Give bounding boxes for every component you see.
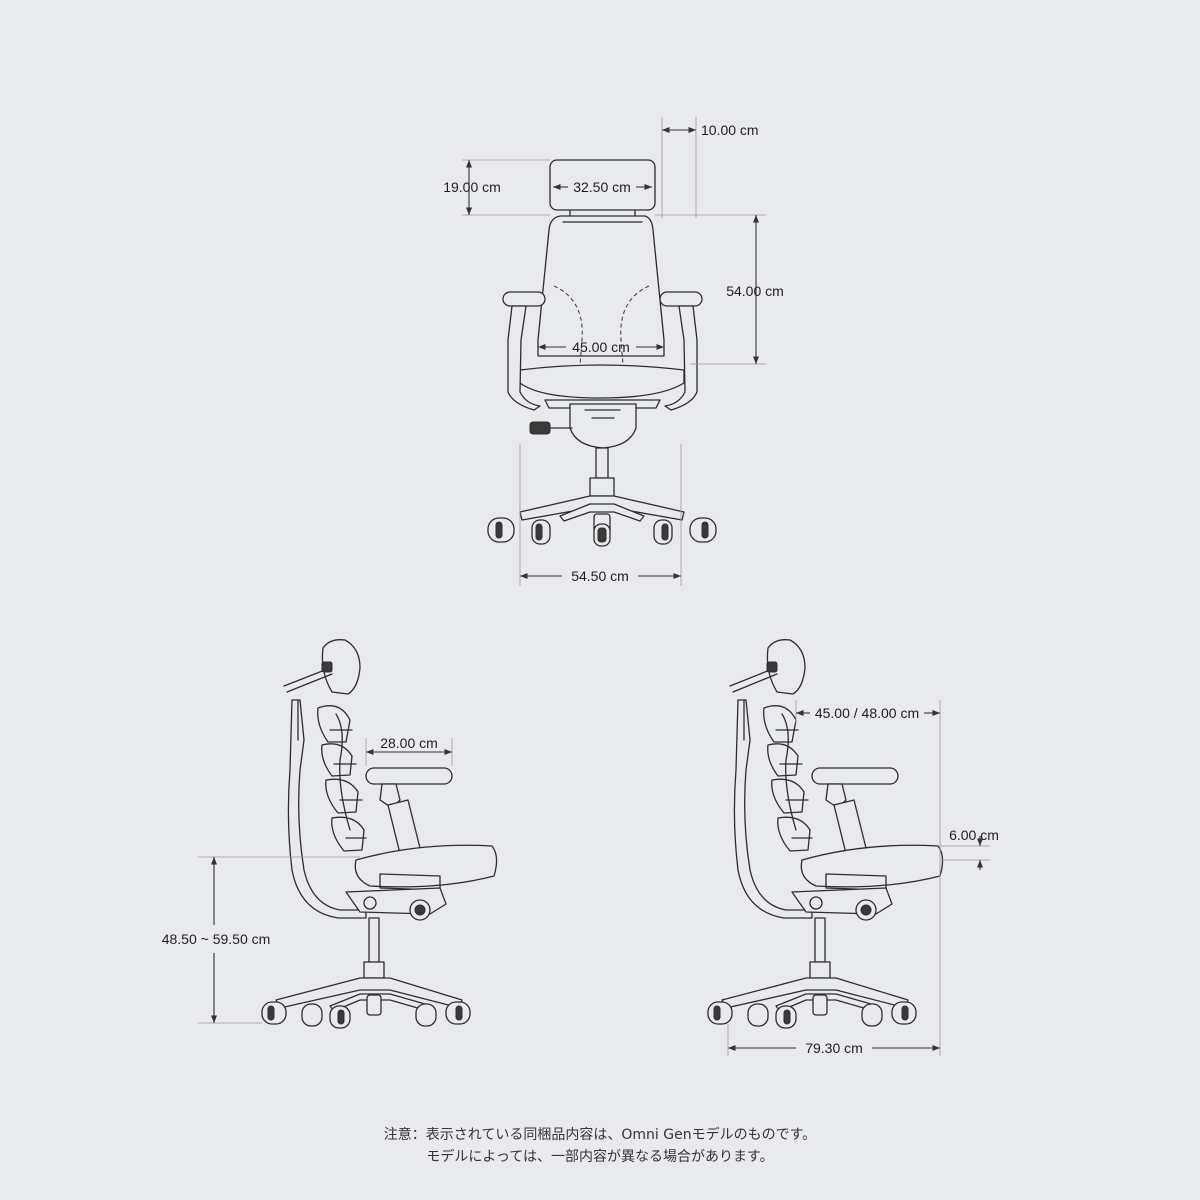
label-seat-depth-adjust: 6.00 cm: [949, 827, 999, 843]
label-seat-width: 45.00 cm: [572, 339, 630, 355]
tilt-mechanism: [345, 887, 447, 915]
side-right-dimension-lines: [727, 700, 990, 1056]
casters-side-left: [261, 1001, 471, 1029]
chair-side-view-left: [261, 639, 498, 1029]
front-dimension-lines: [462, 117, 766, 586]
casters-side-right: [707, 1001, 917, 1029]
backrest-frame: [733, 699, 813, 919]
note-line-1: 注意：表示されている同梱品内容は、Omni Genモデルのものです。: [383, 1127, 817, 1143]
label-seat-depth: 45.00 / 48.00 cm: [815, 705, 919, 721]
casters-front: [487, 517, 717, 547]
note-line-2: モデルによっては、一部内容が異なる場合があります。: [426, 1149, 774, 1165]
label-headrest-offset: 10.00 cm: [701, 122, 759, 138]
seat: [519, 364, 685, 399]
headrest: [766, 639, 806, 695]
headrest: [321, 639, 361, 695]
backrest-frame: [287, 699, 367, 919]
backrest-segments: [317, 705, 367, 852]
seat: [800, 844, 944, 888]
headrest: [549, 159, 656, 211]
armrest-left: [502, 291, 546, 411]
label-armrest-length: 28.00 cm: [380, 735, 438, 751]
label-headrest-height: 19.00 cm: [443, 179, 501, 195]
label-seat-height: 48.50 ~ 59.50 cm: [162, 931, 271, 947]
dimension-labels: 10.00 cm 19.00 cm 32.50 cm 54.00 cm 45.0…: [162, 122, 999, 1056]
backrest-segments: [763, 705, 813, 852]
side-left-dimension-lines: [198, 738, 453, 1024]
armrest-right: [659, 291, 703, 411]
adjust-knob: [529, 421, 551, 435]
backrest: [537, 215, 665, 357]
label-base-width: 54.50 cm: [571, 568, 629, 584]
label-base-depth: 79.30 cm: [805, 1040, 863, 1056]
label-backrest-height: 54.00 cm: [726, 283, 784, 299]
chair-side-view-right: [707, 639, 944, 1029]
tilt-mechanism: [791, 887, 893, 915]
label-headrest-width: 32.50 cm: [573, 179, 631, 195]
seat: [354, 844, 498, 888]
chair-front-view: [487, 159, 717, 547]
